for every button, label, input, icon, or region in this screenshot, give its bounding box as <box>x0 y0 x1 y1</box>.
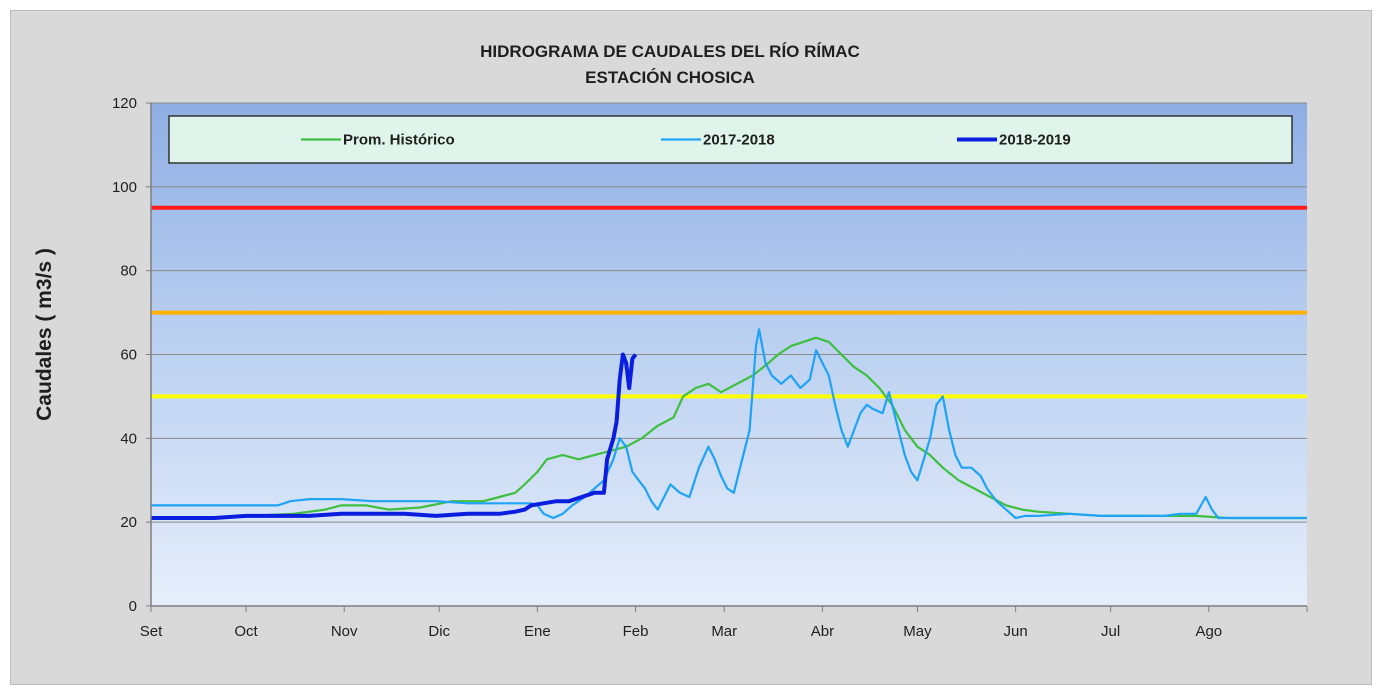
y-tick-label-120: 120 <box>112 95 137 112</box>
x-tick-label-jun: Jun <box>1004 623 1028 640</box>
y-tick-label-100: 100 <box>112 179 137 196</box>
x-tick-label-abr: Abr <box>811 623 834 640</box>
x-tick-label-oct: Oct <box>234 623 258 640</box>
x-tick-label-ene: Ene <box>524 623 551 640</box>
y-axis-label: Caudales ( m3/s ) <box>33 248 56 421</box>
y-tick-label-40: 40 <box>120 430 137 447</box>
y-tick-label-0: 0 <box>129 598 137 615</box>
series-line-3 <box>151 352 638 520</box>
legend-label-1: Prom. Histórico <box>343 132 455 149</box>
legend-box <box>168 115 1293 164</box>
legend-label-2: 2017-2018 <box>703 132 775 149</box>
chart-subtitle: ESTACIÓN CHOSICA <box>585 68 755 87</box>
y-tick-label-60: 60 <box>120 347 137 364</box>
chart-title: HIDROGRAMA DE CAUDALES DEL RÍO RÍMAC <box>480 42 860 61</box>
y-tick-label-20: 20 <box>120 514 137 531</box>
x-tick-label-feb: Feb <box>623 623 649 640</box>
series-line-2 <box>151 328 1307 520</box>
x-tick-label-nov: Nov <box>331 623 358 640</box>
x-tick-label-set: Set <box>140 623 163 640</box>
x-tick-label-mar: Mar <box>711 623 737 640</box>
y-tick-label-80: 80 <box>120 263 137 280</box>
x-tick-label-dic: Dic <box>428 623 450 640</box>
x-tick-label-jul: Jul <box>1101 623 1120 640</box>
x-tick-label-ago: Ago <box>1195 623 1222 640</box>
x-tick-label-may: May <box>903 623 932 640</box>
legend-label-3: 2018-2019 <box>999 132 1071 149</box>
